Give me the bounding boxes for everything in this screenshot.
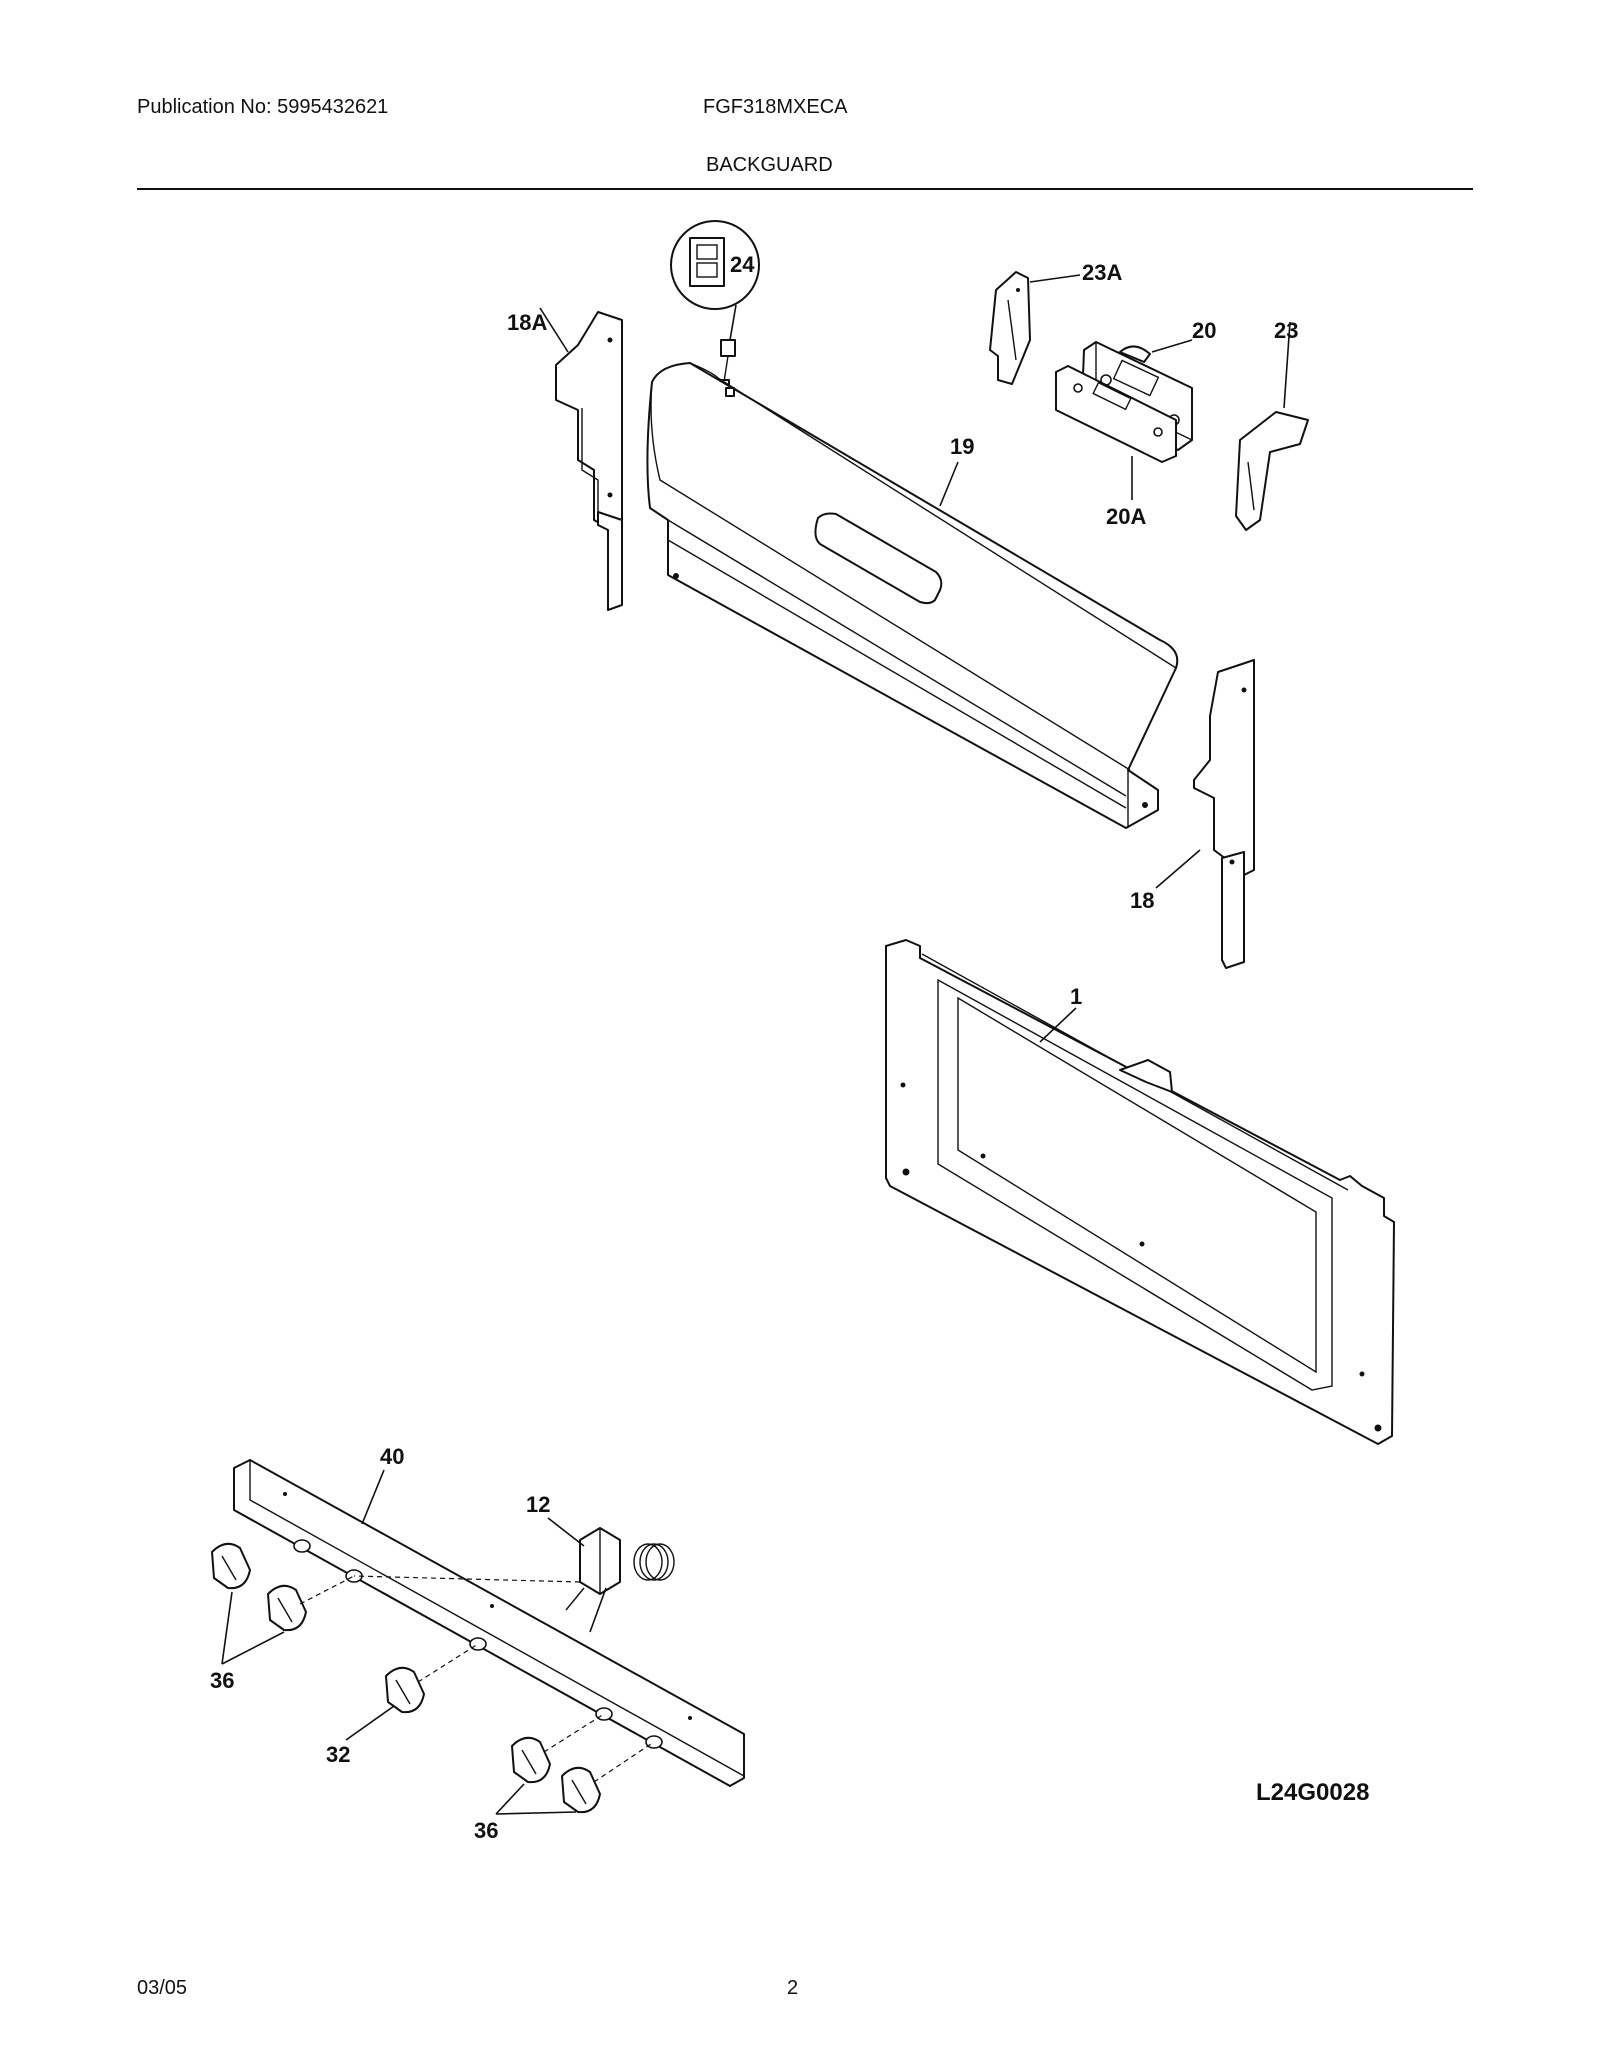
knob-36-right-lower <box>561 1741 655 1814</box>
knob-36-lower-left <box>267 1575 355 1632</box>
callout-1: 1 <box>1070 984 1082 1009</box>
callout-23: 23 <box>1274 318 1298 343</box>
knob-36-right-upper <box>511 1713 605 1784</box>
callout-20: 20 <box>1192 318 1216 343</box>
part-12-thermostat <box>353 1527 675 1633</box>
callout-36-right: 36 <box>474 1818 498 1843</box>
part-40-control-panel <box>233 1459 745 1787</box>
part-18a-end-bracket <box>555 311 623 611</box>
model-number: FGF318MXECA <box>703 96 848 118</box>
header-rule <box>137 188 1473 190</box>
part-23a-bracket <box>989 271 1031 385</box>
callout-18: 18 <box>1130 888 1154 913</box>
part-20a-overlay <box>1055 365 1177 500</box>
callout-24: 24 <box>730 252 755 277</box>
callout-40: 40 <box>380 1444 404 1469</box>
knob-36-upper-left <box>211 1542 251 1590</box>
part-23-bracket <box>1235 321 1309 531</box>
footer-page-number: 2 <box>787 1977 799 1999</box>
callout-23a: 23A <box>1082 260 1122 285</box>
callout-12: 12 <box>526 1492 550 1517</box>
publication-number: Publication No: 5995432621 <box>137 96 389 118</box>
callout-19: 19 <box>950 434 974 459</box>
drawing-number: L24G0028 <box>1256 1779 1369 1806</box>
part-24-switch <box>670 220 760 389</box>
callout-18a: 18A <box>507 310 547 335</box>
callout-32: 32 <box>326 1742 350 1767</box>
part-19-backguard-panel <box>646 362 1179 829</box>
knob-32 <box>385 1643 479 1714</box>
section-title: BACKGUARD <box>706 154 833 176</box>
callout-36-left: 36 <box>210 1668 234 1693</box>
footer-date: 03/05 <box>137 1977 188 1999</box>
callout-20a: 20A <box>1106 504 1146 529</box>
part-18-end-bracket <box>1193 659 1255 969</box>
part-1-rear-panel <box>885 939 1395 1445</box>
leader-lines <box>221 274 1201 1815</box>
